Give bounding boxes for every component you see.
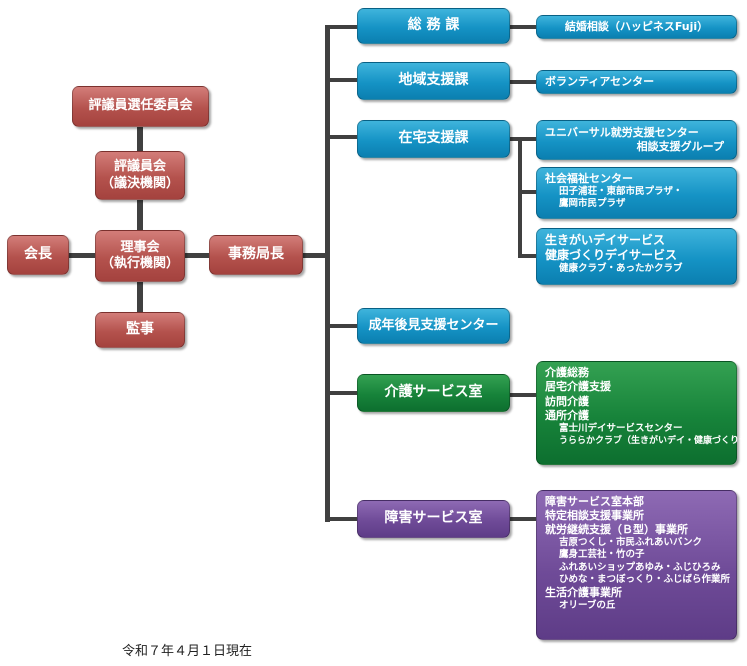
- connector-line: [137, 282, 143, 312]
- department-label: 地域支援課: [398, 72, 469, 89]
- subunit-detail: 鷹岡市民プラザ: [559, 197, 626, 209]
- branch-line: [510, 80, 536, 84]
- department-care-services: 介護サービス室: [357, 374, 510, 412]
- secretary-general-box: 事務局長: [209, 235, 303, 275]
- connector-line: [303, 253, 329, 258]
- subunit-ikigai-day-service: 生きがいデイサービス 健康づくりデイサービス 健康クラブ・あったかクラブ: [536, 228, 737, 285]
- councilors-label: 評議員会: [113, 159, 166, 175]
- branch-line: [510, 393, 536, 397]
- subunit-detail: 田子浦荘・東部市民プラザ・: [559, 185, 683, 197]
- subunit-label: 生きがいデイサービス: [545, 233, 666, 247]
- subunit-universal-employment: ユニバーサル就労支援センター 相談支援グループ: [536, 120, 737, 160]
- selection-committee-box: 評議員選任委員会: [72, 86, 209, 127]
- branch-line: [325, 324, 357, 328]
- branch-line: [518, 254, 536, 258]
- councilors-box: 評議員会 （議決機関）: [95, 151, 185, 200]
- subunit-label: 健康づくりデイサービス: [545, 248, 678, 262]
- branch-line: [325, 78, 357, 82]
- branch-line: [510, 137, 536, 141]
- list-item: 吉原つくし・市民ふれあいバンク: [559, 537, 702, 549]
- department-home-support: 在宅支援課: [357, 120, 510, 158]
- list-item: 特定相談支援事業所: [545, 509, 644, 523]
- list-item: 介護総務: [545, 366, 589, 379]
- auditor-box: 監事: [95, 312, 185, 348]
- councilors-role: （議決機関）: [100, 175, 179, 191]
- department-label: 障害サービス室: [384, 510, 483, 527]
- list-item: オリーブの丘: [559, 599, 616, 611]
- auditor-label: 監事: [126, 321, 154, 338]
- list-item: 鷹身工芸社・竹の子: [559, 549, 645, 561]
- branch-line: [510, 517, 536, 521]
- subunit-disability-services-list: 障害サービス室本部 特定相談支援事業所 就労継続支援（Ｂ型）事業所 吉原つくし・…: [536, 490, 737, 640]
- department-label: 総 務 課: [407, 17, 460, 34]
- branch-line: [325, 135, 357, 139]
- connector-line: [137, 127, 143, 151]
- subunit-welfare-center: 社会福祉センター 田子浦荘・東部市民プラザ・ 鷹岡市民プラザ: [536, 167, 737, 219]
- department-general-affairs: 総 務 課: [357, 8, 510, 44]
- branch-line: [518, 190, 536, 194]
- trunk-line: [325, 27, 330, 522]
- chairman-label: 会長: [24, 246, 52, 263]
- list-item: 就労継続支援（Ｂ型）事業所: [545, 523, 688, 537]
- secretary-general-label: 事務局長: [228, 246, 284, 263]
- board-label: 理事会: [120, 239, 160, 255]
- department-guardianship-center: 成年後見支援センター: [357, 308, 510, 344]
- subunit-detail: 健康クラブ・あったかクラブ: [559, 263, 683, 274]
- department-label: 成年後見支援センター: [368, 317, 499, 333]
- department-label: 在宅支援課: [398, 130, 469, 147]
- subunit-label: 社会福祉センター: [545, 172, 633, 185]
- board-role: （執行機関）: [100, 256, 179, 271]
- branch-line: [325, 391, 357, 395]
- list-item: ひめな・まつぼっくり・ふじばら作業所: [559, 573, 731, 585]
- subunit-label: ボランティアセンター: [545, 75, 655, 89]
- subunit-label: 相談支援グループ: [636, 140, 724, 153]
- department-regional-support: 地域支援課: [357, 62, 510, 100]
- branch-line: [518, 139, 522, 257]
- subunit-care-services-list: 介護総務 居宅介護支援 訪問介護 通所介護 富士川デイサービスセンター うららか…: [536, 361, 747, 465]
- department-disability-services: 障害サービス室: [357, 500, 510, 538]
- list-item: 訪問介護: [545, 394, 589, 408]
- selection-committee-label: 評議員選任委員会: [88, 98, 193, 114]
- subunit-label: 結婚相談（ハッピネスFuji）: [564, 20, 709, 34]
- connector-line: [185, 253, 209, 258]
- list-item: 居宅介護支援: [545, 380, 611, 394]
- list-item: 富士川デイサービスセンター: [559, 423, 683, 435]
- subunit-volunteer-center: ボランティアセンター: [536, 70, 737, 94]
- as-of-date: 令和７年４月１日現在: [122, 643, 253, 658]
- department-label: 介護サービス室: [384, 384, 483, 401]
- branch-line: [325, 517, 357, 521]
- connector-line: [137, 200, 143, 230]
- branch-line: [510, 25, 536, 29]
- chairman-box: 会長: [7, 235, 69, 275]
- subunit-label: ユニバーサル就労支援センター: [545, 126, 699, 140]
- list-item: ふれあいショップあゆみ・ふじひろみ: [559, 561, 721, 573]
- connector-line: [69, 253, 95, 258]
- list-item: 通所介護: [545, 408, 589, 422]
- list-item: 障害サービス室本部: [545, 495, 644, 508]
- board-box: 理事会 （執行機関）: [95, 230, 185, 282]
- subunit-marriage-consultation: 結婚相談（ハッピネスFuji）: [536, 15, 737, 39]
- branch-line: [325, 25, 357, 29]
- list-item: うららかクラブ（生きがいデイ・健康づくりデイ）: [559, 435, 747, 446]
- list-item: 生活介護事業所: [545, 585, 622, 599]
